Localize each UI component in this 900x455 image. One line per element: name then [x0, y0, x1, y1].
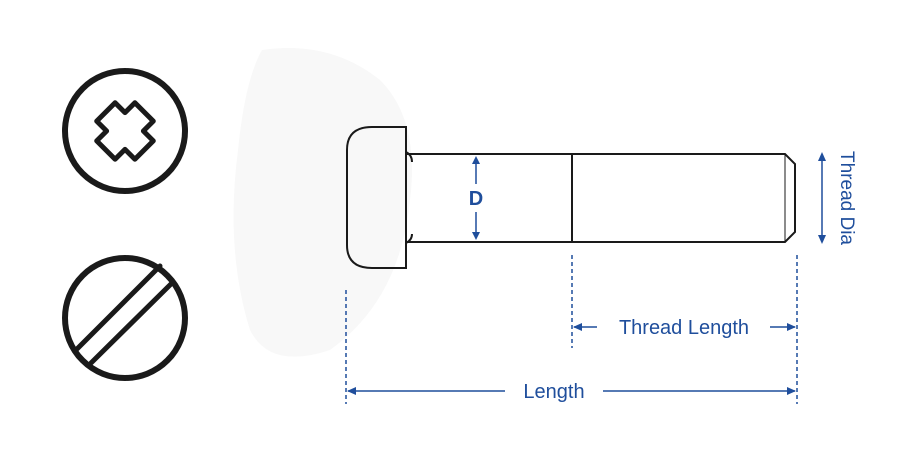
thread-dia-label: Thread Dia — [836, 151, 857, 245]
phillips-head-icon — [62, 68, 188, 194]
length-dimension — [347, 387, 796, 395]
length-label: Length — [523, 381, 584, 403]
thread-length-dimension — [573, 323, 796, 331]
thread-length-label: Thread Length — [619, 317, 749, 339]
extension-lines — [345, 255, 798, 404]
diameter-dimension — [472, 156, 480, 240]
diameter-label: D — [469, 188, 483, 210]
screw-head — [346, 126, 407, 269]
screw-side-view — [346, 126, 796, 269]
background-watermark — [233, 48, 412, 357]
thread-dia-dimension — [818, 152, 826, 244]
screw-shank — [406, 153, 796, 243]
slotted-head-icon — [62, 255, 188, 381]
